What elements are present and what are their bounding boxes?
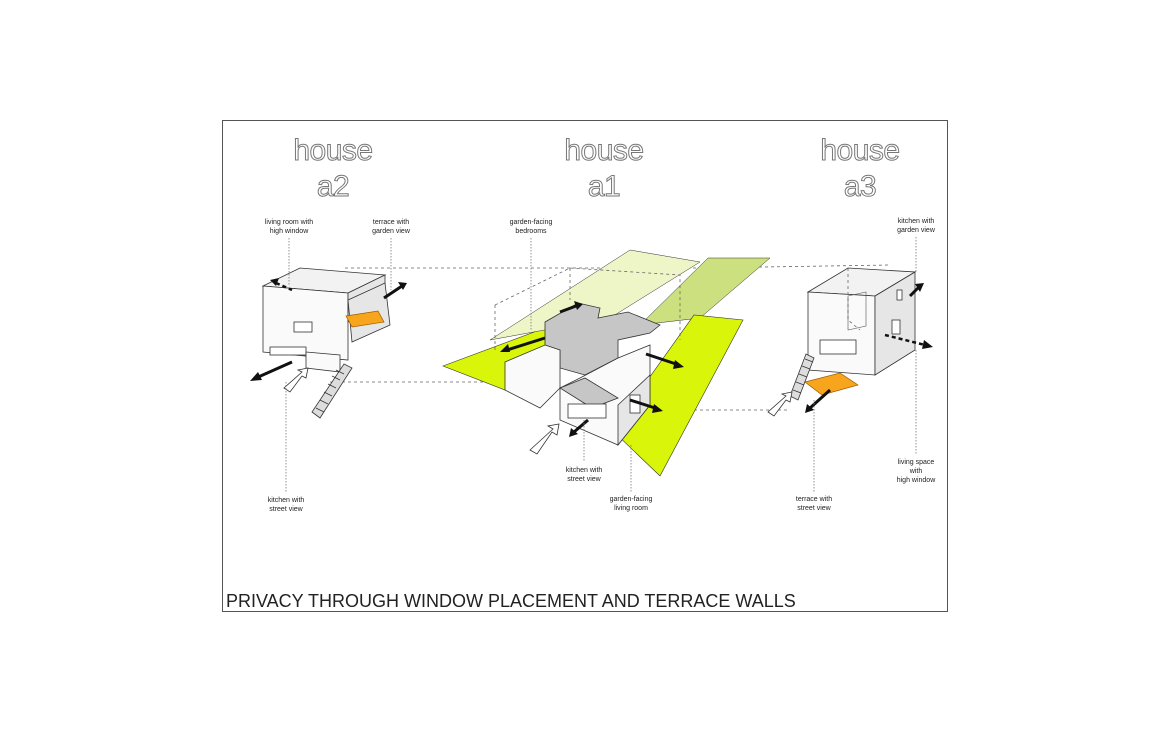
a2-label-terrace: terrace with garden view: [372, 219, 411, 290]
a2-entry-arrow-icon: [283, 367, 309, 393]
label-a2-terrace-line2: garden view: [372, 228, 411, 235]
label-a3-kitchen-line2: garden view: [897, 227, 936, 234]
label-a3-terrace-line2: street view: [797, 505, 831, 512]
house-a2-drawing: [250, 267, 407, 419]
label-a2-kitchen-line1: kitchen with: [268, 497, 305, 504]
a2-view-arrows: [250, 278, 407, 381]
title-house-a3: house a3: [820, 134, 901, 204]
label-a1-bedrooms-line1: garden-facing: [510, 219, 553, 226]
label-a1-bedrooms-line2: bedrooms: [515, 228, 547, 235]
title-a1-line2: a1: [588, 170, 620, 203]
a3-label-kitchen: kitchen with garden view: [897, 218, 936, 272]
a1-garden-front: [611, 314, 744, 477]
a3-opening: [819, 339, 857, 355]
a2-entry: [305, 351, 341, 373]
label-a1-kitchen-line1: kitchen with: [566, 467, 603, 474]
diagram-caption: PRIVACY THROUGH WINDOW PLACEMENT AND TER…: [226, 591, 796, 611]
a3-terrace-floor: [804, 372, 859, 396]
a1-label-bedrooms: garden-facing bedrooms: [510, 219, 553, 330]
a3-entry-arrow-icon: [767, 391, 793, 417]
label-a3-terrace-line1: terrace with: [796, 496, 832, 503]
title-house-a2: house a2: [293, 134, 374, 204]
title-a1-line1: house: [564, 134, 643, 167]
a1-kitchen-window: [567, 403, 607, 419]
label-a1-living-line1: garden-facing: [610, 496, 653, 503]
a2-label-living: living room with high window: [265, 219, 313, 285]
house-a3-drawing: [767, 267, 933, 417]
title-a3-line2: a3: [844, 170, 876, 203]
a3-label-living: living space with high window: [897, 350, 936, 484]
label-a3-living-line2: with: [909, 468, 923, 475]
label-a2-terrace-line1: terrace with: [373, 219, 409, 226]
label-a1-living-line2: living room: [614, 505, 648, 512]
a2-kitchen-window: [269, 346, 307, 356]
a3-view-arrows: [805, 283, 933, 413]
label-a1-kitchen-line2: street view: [567, 476, 601, 483]
a1-entry-arrow-icon: [529, 423, 560, 455]
label-a2-kitchen-line2: street view: [269, 506, 303, 513]
a3-front-wall: [807, 291, 876, 376]
a1-label-kitchen: kitchen with street view: [566, 420, 603, 483]
a3-small-window: [896, 289, 903, 301]
a1-label-living: garden-facing living room: [610, 445, 653, 512]
a1-front-roof: [559, 377, 619, 409]
label-a3-living-line1: living space: [898, 459, 935, 466]
title-a2-line1: house: [293, 134, 372, 167]
a1-garden-side: [639, 257, 771, 326]
label-a2-living-line2: high window: [270, 228, 309, 235]
diagram-frame: [222, 120, 948, 612]
title-a3-line1: house: [820, 134, 899, 167]
a2-terrace-floor: [345, 310, 385, 328]
a1-view-arrows: [500, 301, 684, 437]
a2-label-kitchen: kitchen with street view: [268, 382, 305, 513]
a3-label-terrace: terrace with street view: [796, 400, 832, 512]
a3-high-window: [891, 319, 901, 335]
label-a2-living-line1: living room with: [265, 219, 313, 226]
label-a3-kitchen-line1: kitchen with: [898, 218, 935, 225]
a3-stairs: [789, 353, 815, 401]
house-a1-drawing: [442, 249, 771, 477]
label-a3-living-line3: high window: [897, 477, 936, 484]
a2-window: [293, 321, 313, 333]
title-house-a1: house a1: [564, 134, 645, 204]
a3-interior-stair: [847, 291, 867, 331]
title-a2-line2: a2: [317, 170, 349, 203]
a2-stairs: [311, 363, 353, 419]
